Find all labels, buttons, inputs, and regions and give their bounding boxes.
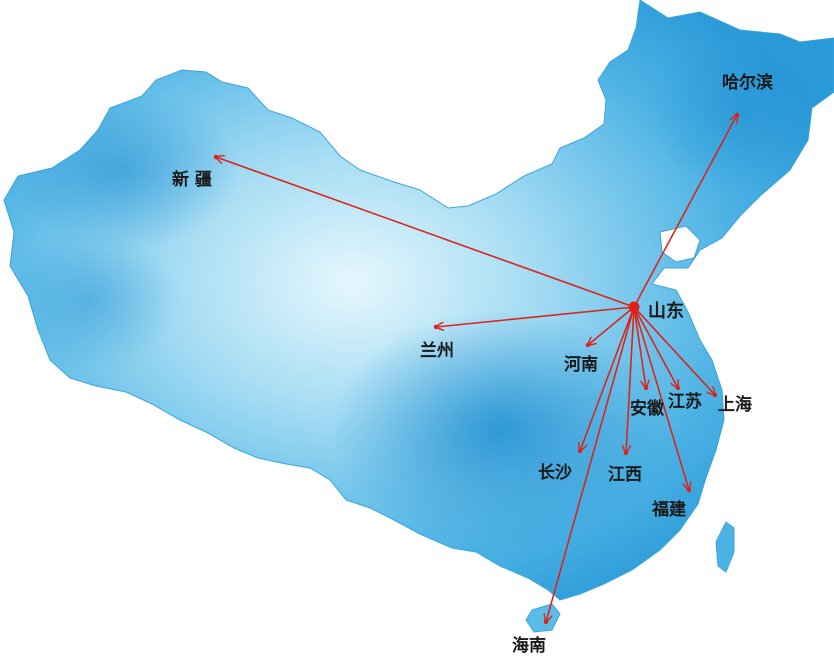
origin-point-shandong: [628, 301, 640, 313]
route-arrow-harbin: [633, 115, 737, 308]
city-point-fujian: [686, 487, 692, 493]
city-point-jiangsu: [675, 385, 681, 391]
city-label-fujian: 福建: [651, 499, 686, 520]
route-lines: [216, 115, 737, 622]
city-label-harbin: 哈尔滨: [722, 72, 773, 93]
city-point-shanghai: [712, 392, 718, 398]
route-arrow-changsha: [580, 306, 635, 451]
city-point-anhui: [643, 385, 649, 391]
city-point-jiangxi: [623, 450, 629, 456]
city-label-jiangxi: 江西: [608, 465, 642, 485]
city-label-lanzhou: 兰州: [420, 340, 454, 361]
city-label-xinjiang: 新 疆: [172, 169, 212, 190]
city-point-henan: [585, 342, 591, 348]
origin-label-shandong: 山东: [648, 300, 684, 322]
route-arrow-hainan: [546, 306, 635, 622]
city-point-hainan: [543, 619, 549, 625]
route-arrow-shanghai: [633, 306, 715, 395]
city-label-shanghai: 上海: [718, 394, 752, 415]
city-label-hainan: 海南: [512, 635, 546, 656]
route-arrow-fujian: [633, 306, 689, 490]
city-point-lanzhou: [433, 324, 439, 330]
city-point-harbin: [734, 112, 740, 118]
route-arrow-xinjiang: [216, 157, 635, 308]
route-arrow-henan: [588, 306, 635, 345]
china-landmass: [3, 0, 834, 601]
route-arrow-anhui: [633, 306, 646, 388]
city-label-henan: 河南: [564, 354, 598, 375]
city-label-changsha: 长沙: [538, 462, 572, 483]
route-arrow-jiangxi: [626, 306, 635, 453]
city-label-anhui: 安徽: [630, 398, 665, 419]
city-point-changsha: [577, 448, 583, 454]
city-label-jiangsu: 江苏: [668, 391, 702, 412]
hainan-island: [525, 603, 561, 633]
city-labels: 哈尔滨新 疆兰州河南安徽江苏上海长沙 江西福建海南 山东: [172, 72, 773, 656]
taiwan-island: [715, 521, 735, 573]
city-point-xinjiang: [213, 154, 219, 160]
destination-points: [213, 112, 740, 625]
route-arrow-lanzhou: [436, 306, 635, 327]
route-arrow-jiangsu: [633, 306, 678, 388]
